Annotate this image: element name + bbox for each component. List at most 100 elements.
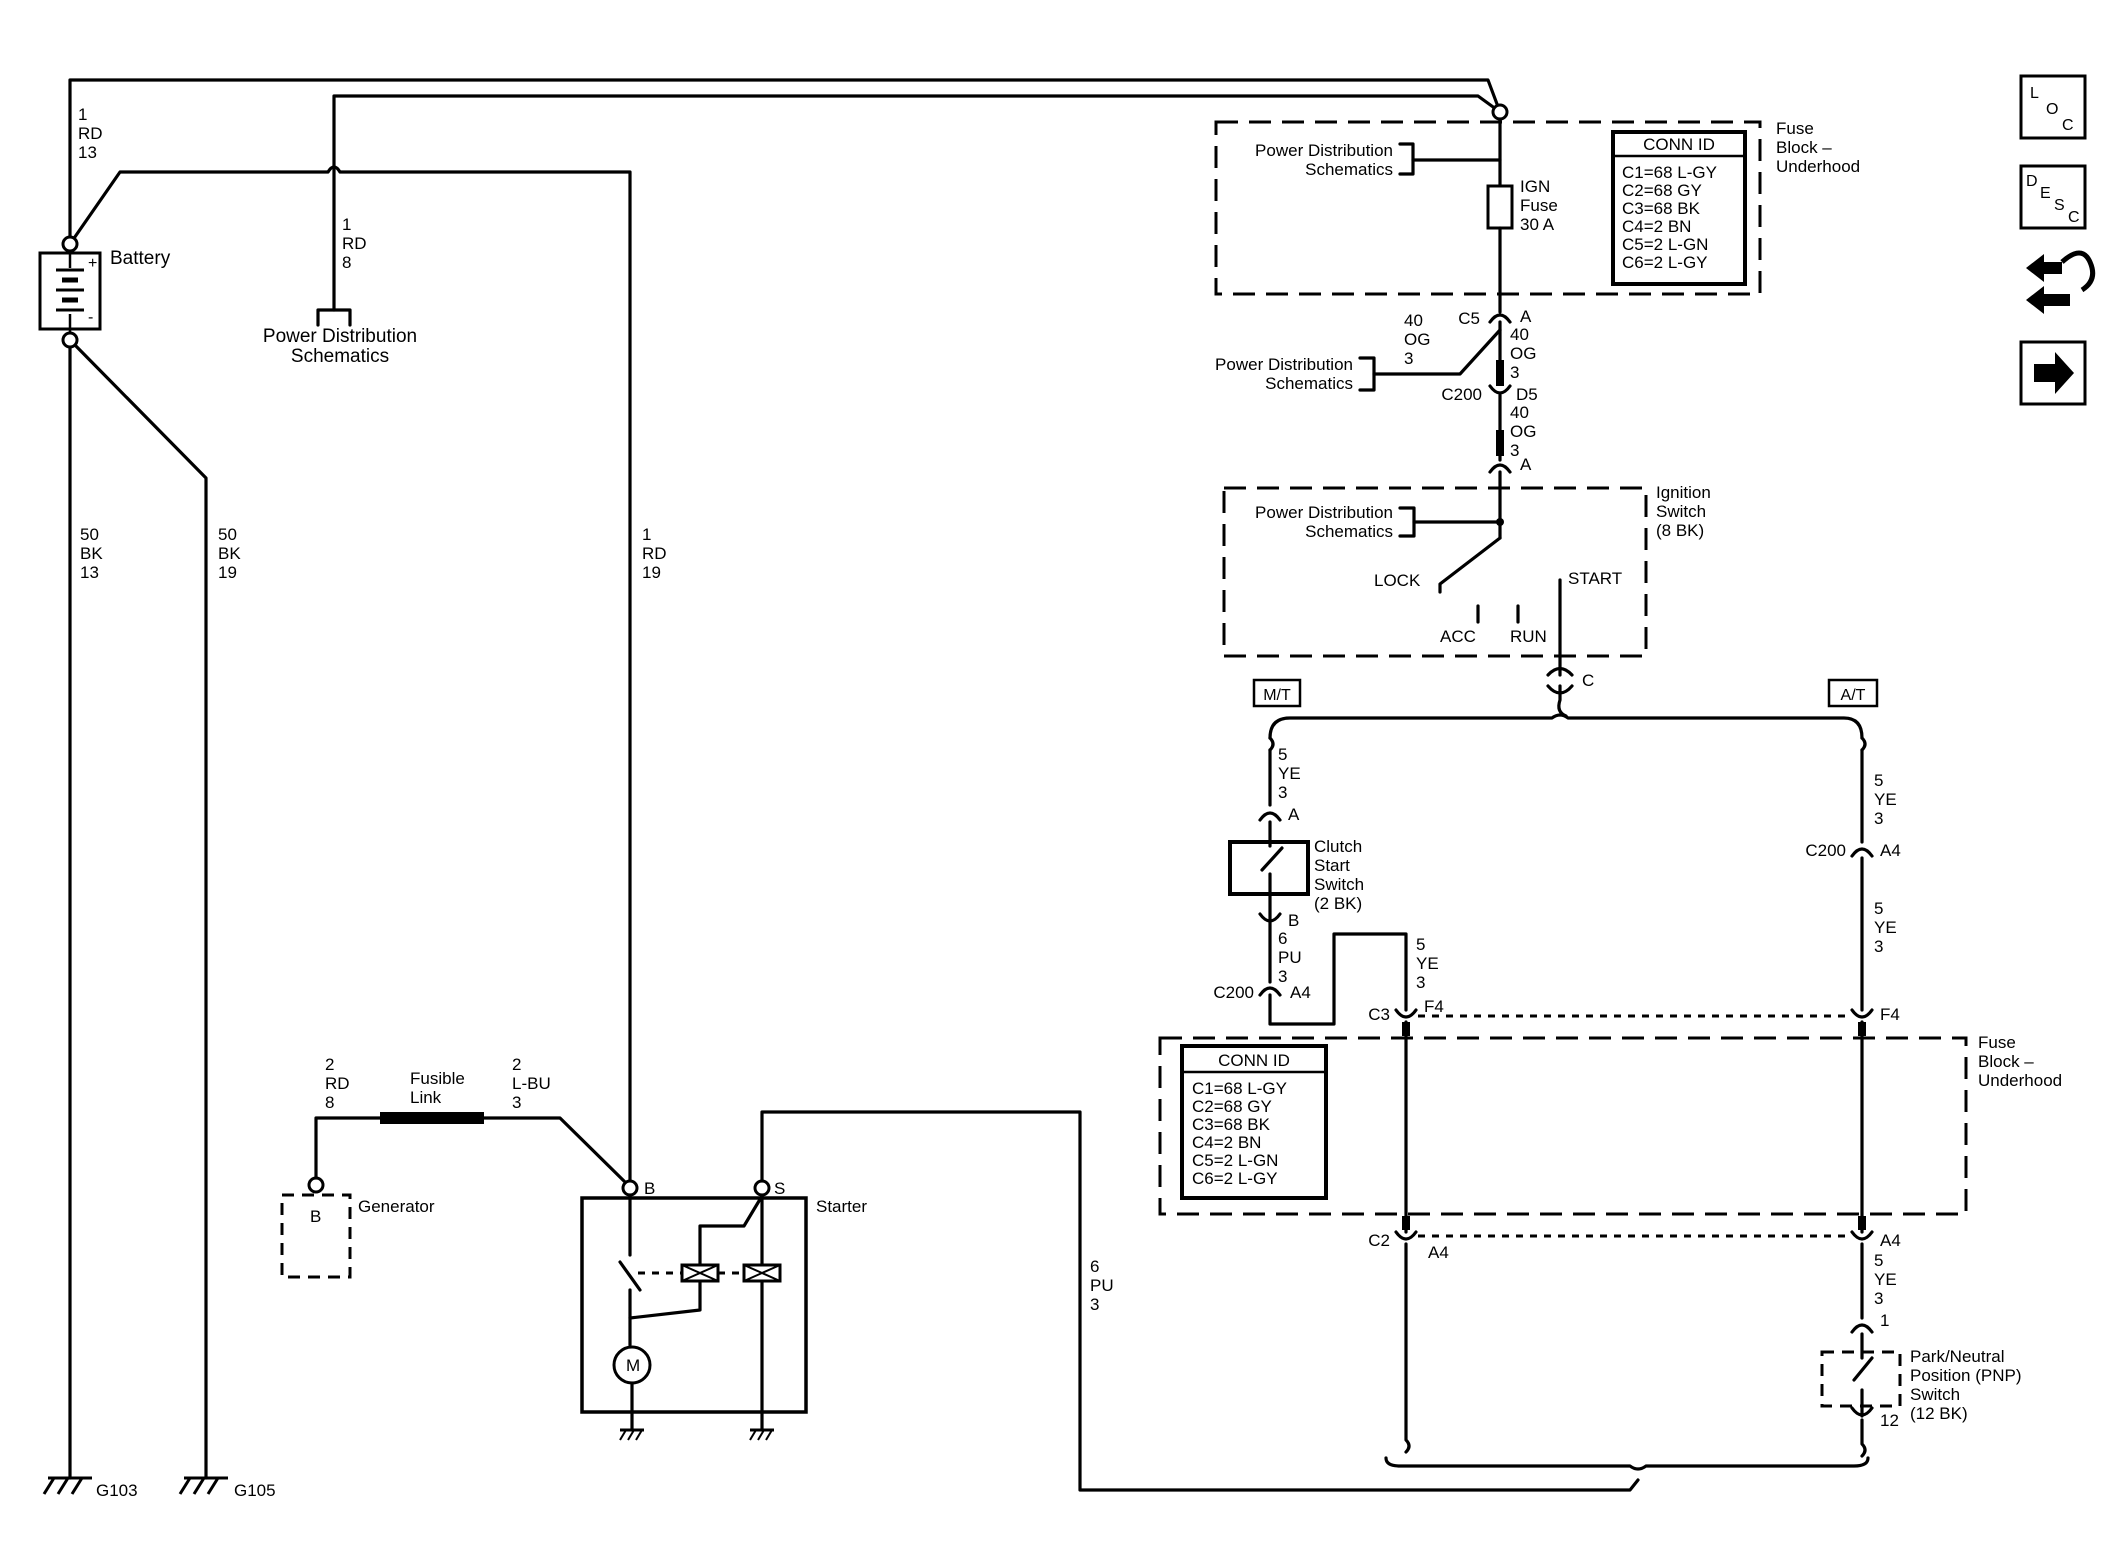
c200-mt-pin-label: A4 [1290, 983, 1311, 1002]
desc-letter: D [2026, 173, 2038, 190]
c3-pin-label: F4 [1424, 997, 1444, 1016]
fuse-block-bottom-box [1158, 1036, 1968, 1216]
circuit-line: RD [642, 544, 667, 563]
starter [580, 1110, 1640, 1492]
fuse-block-top-box [1214, 120, 1762, 296]
generator-wire [314, 1116, 382, 1180]
circuit-line: 19 [642, 563, 661, 582]
circuit-line: RD [342, 234, 367, 253]
circuit-ye-mt: 5 YE 3 [1278, 745, 1301, 802]
circuit-line: 6 [1278, 929, 1287, 948]
og-wiring [1358, 313, 1512, 474]
c200-at-connector [1850, 847, 1874, 858]
circuit-line: 40 [1510, 325, 1529, 344]
circuit-line: 3 [1510, 441, 1519, 460]
conn-id-row: C1=68 L-GY [1622, 163, 1717, 182]
circuit-line: OG [1404, 330, 1430, 349]
circuit-pu-bottom: 6 PU 3 [1090, 1257, 1114, 1314]
desc-letter: E [2040, 185, 2051, 202]
conn-id-row: C5=2 L-GN [1192, 1151, 1278, 1170]
circuit-line: PU [1278, 948, 1302, 967]
circuit-line: 13 [78, 143, 97, 162]
connector-view-icon[interactable] [2026, 250, 2096, 314]
starter-s-terminal [753, 1179, 771, 1197]
fuse-block-top-label-3: Underhood [1776, 157, 1860, 176]
c2-label: C2 [1368, 1231, 1390, 1250]
fuse-block-top-label-2: Block – [1776, 138, 1832, 157]
pnp-label-1: Park/Neutral [1910, 1347, 2004, 1366]
circuit-line: 8 [325, 1093, 334, 1112]
conn-id-row: C6=2 L-GY [1192, 1169, 1278, 1188]
ign-switch-label-3: (8 BK) [1656, 521, 1704, 540]
circuit-line: 3 [1874, 1289, 1883, 1308]
circuit-rd8-top: 1 RD 8 [342, 215, 367, 272]
circuit-line: L-BU [512, 1074, 551, 1093]
loc-letter: L [2030, 85, 2039, 102]
circuit-line: YE [1416, 954, 1439, 973]
generator-label: Generator [358, 1197, 435, 1216]
c200-top-connector [1488, 384, 1512, 395]
conn-id-bottom: CONN ID C1=68 L-GY C2=68 GY C3=68 BK C4=… [1192, 1051, 1290, 1188]
clutch-a-label: A [1288, 805, 1300, 824]
clutch-contacts [1260, 820, 1284, 924]
ign-a-connector [1488, 463, 1512, 474]
ign-fuse-label-3: 30 A [1520, 215, 1555, 234]
pull-in-wire [628, 1194, 764, 1320]
pnp-out-wire [1860, 1418, 1867, 1458]
pds-rd8-label-1: Power Distribution [263, 326, 417, 347]
clutch-label-4: (2 BK) [1314, 894, 1362, 913]
mt-label: M/T [1263, 687, 1291, 704]
conn-id-row: C1=68 L-GY [1192, 1079, 1287, 1098]
circuit-line: RD [78, 124, 103, 143]
circuit-line: 40 [1404, 311, 1423, 330]
circuit-line: 5 [1278, 745, 1287, 764]
lock-label: LOCK [1374, 571, 1421, 590]
loc-button[interactable] [2019, 74, 2087, 140]
at-a4-connector [1850, 1230, 1874, 1241]
ign-fuse-label-1: IGN [1520, 177, 1550, 196]
ground-g103 [42, 1476, 92, 1495]
battery-neg-terminal [61, 331, 79, 349]
starter-box [580, 1196, 808, 1414]
pds-hook-rd8 [316, 308, 352, 327]
circuit-line: 1 [78, 105, 87, 124]
c200-mt-connector [1258, 986, 1282, 997]
transmission-split [1252, 678, 1879, 740]
c5-pin-label: A [1520, 307, 1532, 326]
clutch-label-2: Start [1314, 856, 1350, 875]
conn-id-row: C2=68 GY [1622, 181, 1702, 200]
c200-mt-label: C200 [1213, 983, 1254, 1002]
c3-label: C3 [1368, 1005, 1390, 1024]
circuit-line: 8 [342, 253, 351, 272]
pds-og-label-1: Power Distribution [1215, 355, 1353, 374]
lbu-wire [482, 1116, 627, 1184]
conn-id-row: C4=2 BN [1192, 1133, 1261, 1152]
mt-to-c3-wire [1268, 932, 1408, 1026]
desc-button[interactable] [2019, 164, 2087, 230]
g105-label: G105 [234, 1481, 276, 1500]
fuse-block-bottom [1158, 1008, 1968, 1241]
rd8-feed-wire [332, 94, 1502, 312]
arrow-right-icon [2034, 352, 2074, 394]
c2-connector [1394, 1230, 1418, 1241]
at-tag [1827, 678, 1879, 708]
mt-branch [1228, 736, 1408, 1026]
clutch-b-label: B [1288, 911, 1299, 930]
circuit-line: 3 [1404, 349, 1413, 368]
circuit-line: 3 [1278, 967, 1287, 986]
circuit-line: 3 [1874, 937, 1883, 956]
starter-b-wire [68, 165, 632, 1184]
battery-pos-terminal [61, 235, 79, 253]
conn-id-bottom-title: CONN ID [1218, 1051, 1290, 1070]
desc-letter: S [2054, 197, 2065, 214]
ground-wire-g105 [68, 338, 208, 1480]
c2-pin-label: A4 [1428, 1243, 1449, 1262]
conn-id-row: C6=2 L-GY [1622, 253, 1708, 272]
generator-box [280, 1193, 352, 1279]
circuit-line: 40 [1510, 403, 1529, 422]
loc-letter: O [2046, 101, 2058, 118]
left-wiring [68, 78, 1502, 1480]
split-bus [1268, 713, 1864, 740]
fusible-link-label-1: Fusible [410, 1069, 465, 1088]
